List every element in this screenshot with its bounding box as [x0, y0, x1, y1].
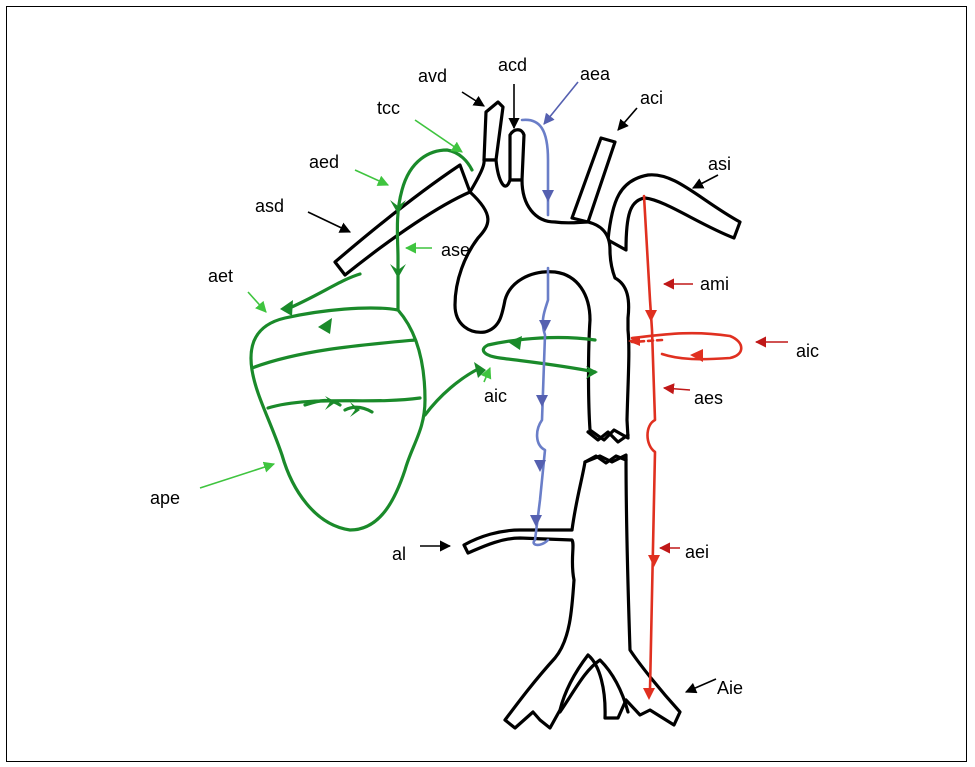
label-ape: ape	[150, 488, 180, 508]
label-ami: ami	[700, 274, 729, 294]
asd-pointer	[308, 212, 350, 232]
tcc-pointer	[415, 120, 462, 152]
aed-pointer	[355, 170, 388, 185]
label-avd: avd	[418, 66, 447, 86]
red-vessel-main	[644, 196, 655, 690]
ape-pointer	[200, 464, 274, 488]
label-asi: asi	[708, 154, 731, 174]
label-asd: asd	[255, 196, 284, 216]
label-aes: aes	[694, 388, 723, 408]
label-ase: ase	[441, 240, 470, 260]
aea-pointer	[544, 82, 578, 124]
label-aea: aea	[580, 64, 611, 84]
right-vertebral-vessel	[484, 102, 503, 160]
right-carotid-vessel	[510, 130, 524, 180]
heart-band-upper	[252, 340, 415, 368]
aet-branch	[285, 274, 360, 310]
label-aci: aci	[640, 88, 663, 108]
blue-circuit	[522, 120, 554, 545]
aic-loop	[483, 338, 595, 372]
label-aed: aed	[309, 152, 339, 172]
label-acd: acd	[498, 55, 527, 75]
label-aie: Aie	[717, 678, 743, 698]
red-arrowheads	[628, 310, 703, 700]
pulmonary-outflow	[425, 368, 480, 415]
label-aic-center: aic	[484, 386, 507, 406]
label-tcc: tcc	[377, 98, 400, 118]
aet-pointer	[248, 292, 266, 312]
left-subclavian-vessel	[608, 175, 740, 250]
label-al: al	[392, 544, 406, 564]
aci-pointer	[618, 108, 637, 130]
asi-pointer	[693, 175, 718, 188]
blue-vessel-main	[522, 120, 548, 545]
left-carotid-vessel	[572, 138, 615, 222]
red-aic-loop	[632, 333, 741, 359]
aie-pointer	[686, 679, 716, 692]
aes-pointer	[664, 388, 690, 390]
avd-pointer	[462, 92, 484, 106]
label-aet: aet	[208, 266, 233, 286]
red-circuit	[628, 196, 741, 700]
label-aei: aei	[685, 542, 709, 562]
descending-aorta	[464, 455, 680, 728]
heart-band-lower	[268, 398, 420, 408]
label-aic-right: aic	[796, 341, 819, 361]
